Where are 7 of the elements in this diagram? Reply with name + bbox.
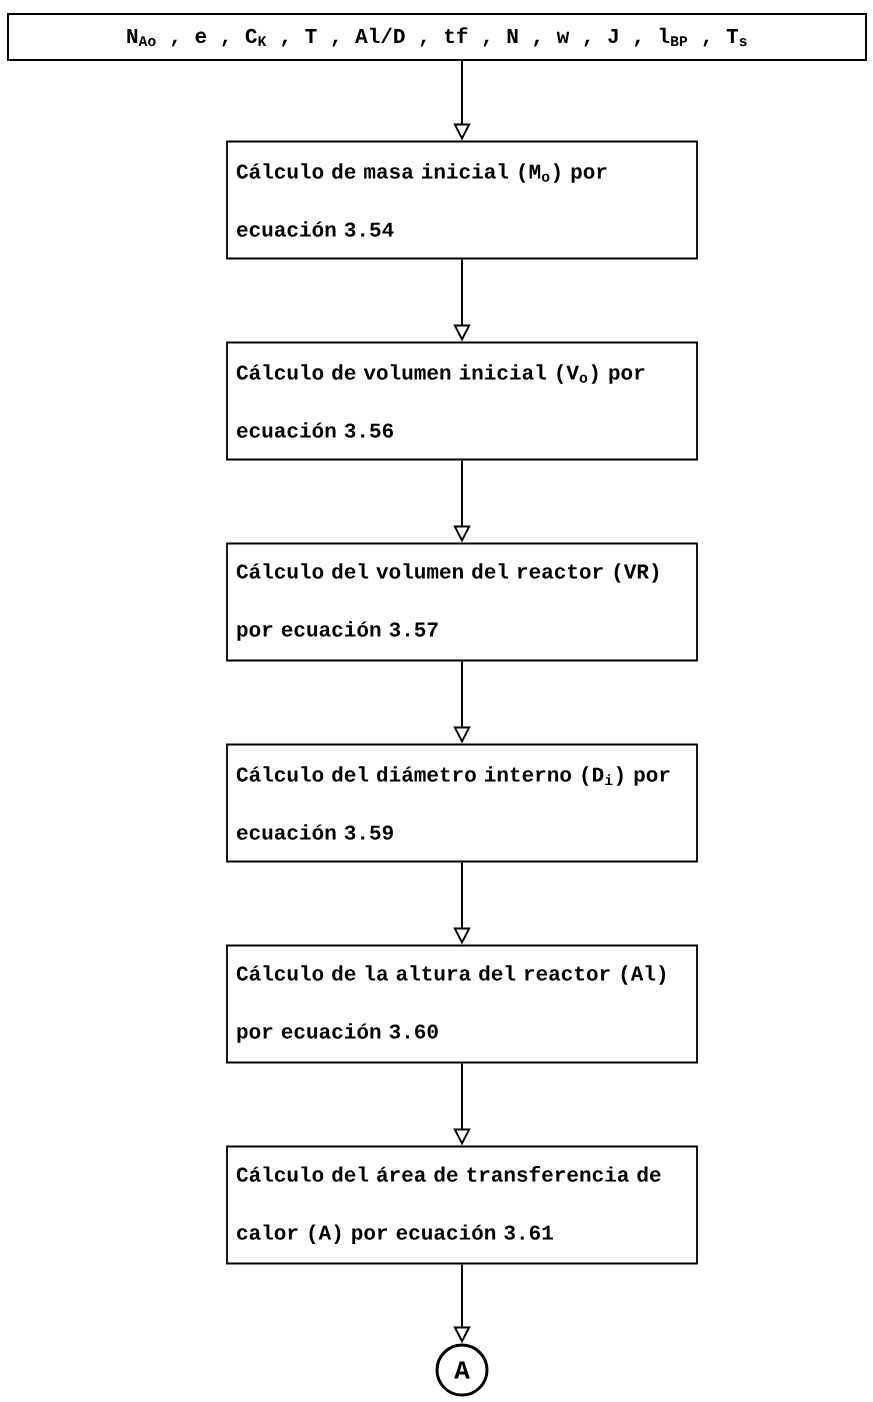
process-box: Cálculo de masa inicial (M$_{o}$) por ecuación 3.54 (226, 140, 698, 260)
process-box: Cálculo del volumen del reactor (VR) por ecuación 3.57 (226, 542, 698, 662)
process-box: Cálculo del diámetro interno (D$_{i}$) por ecuación 3.59 (226, 743, 698, 863)
process-box: Cálculo de volumen inicial (V$_{o}$) por ecuación 3.56 (226, 341, 698, 461)
process-box: Cálculo del área de transferencia de calor (A) por ecuación 3.61 (226, 1145, 698, 1265)
header-box: N$_{Ao}$ , e , C$_{K}$ , T , Al/D , tf , N , w , J , l$_{BP}$ , T$_{s}$ (7, 13, 867, 61)
process-box: Cálculo de la altura del reactor (Al) por ecuación 3.60 (226, 944, 698, 1064)
